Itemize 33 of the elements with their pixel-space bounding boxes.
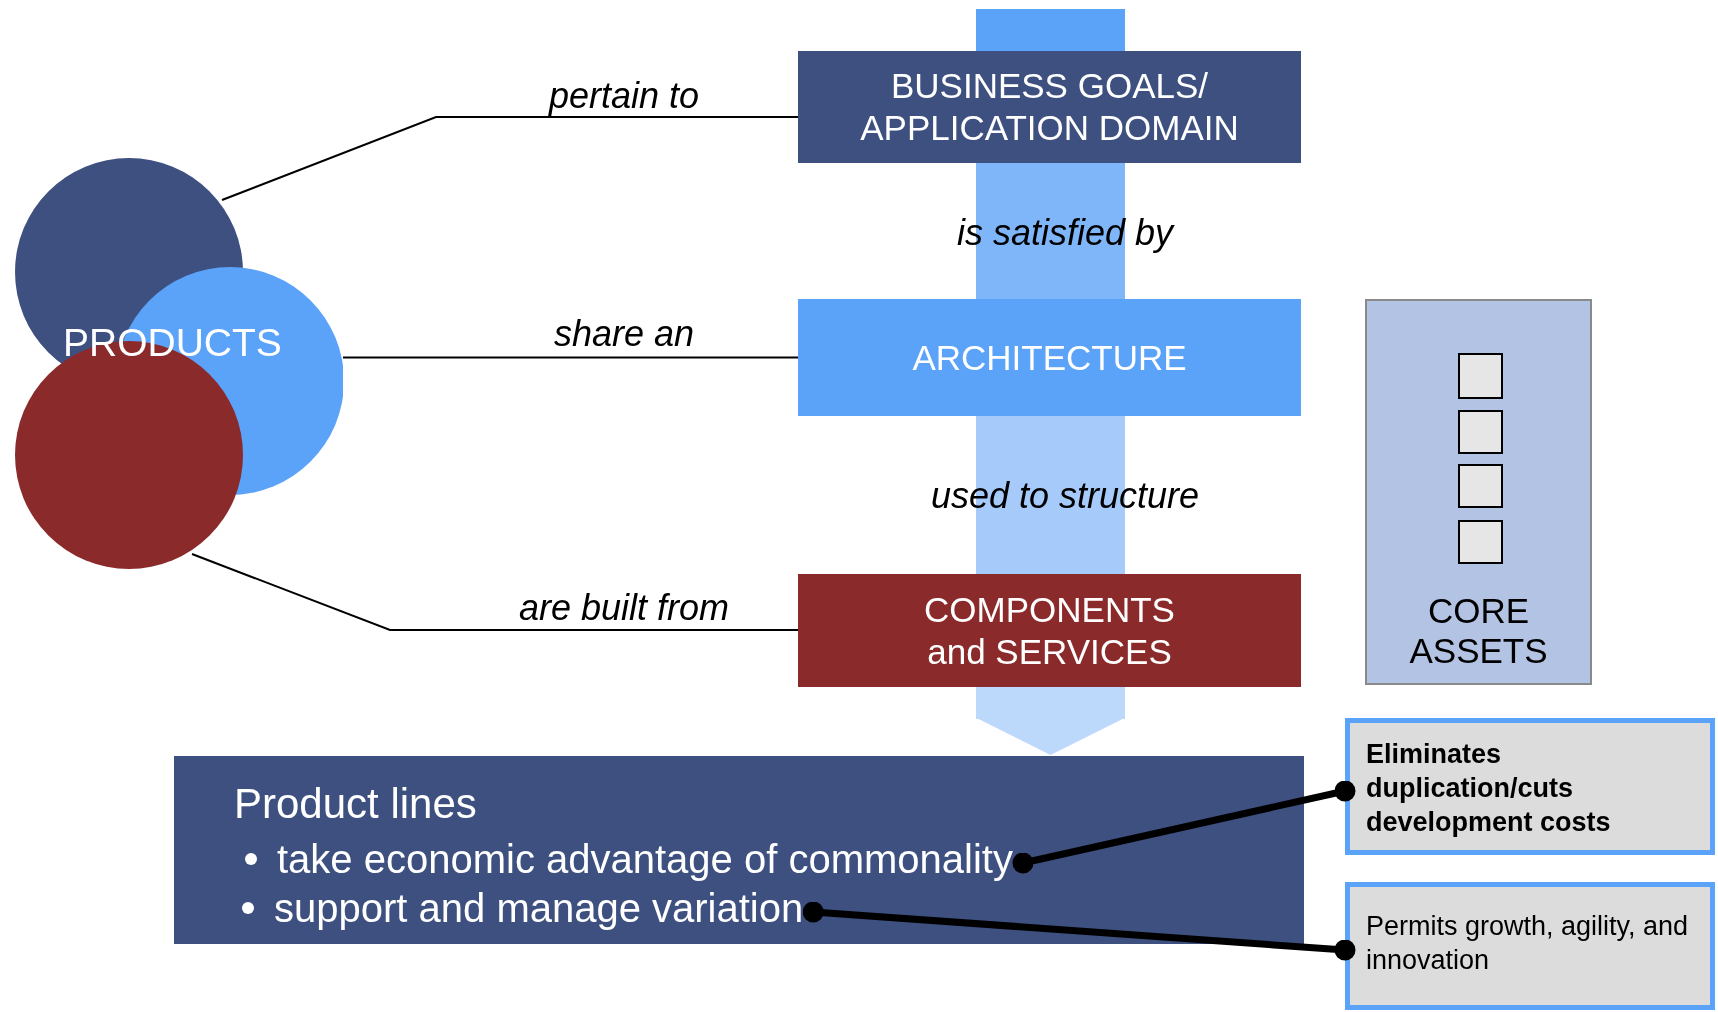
edge-label: pertain to	[548, 75, 700, 117]
wide-band	[976, 163, 1125, 299]
connector-line	[221, 116, 799, 201]
node-label: Product lines	[234, 780, 477, 828]
edge-label: used to structure	[930, 475, 1200, 517]
square-block	[1458, 520, 1503, 564]
edge-label: is satisfied by	[956, 212, 1174, 254]
bullet-text: support and manage variation	[274, 885, 804, 931]
callout-box	[1345, 882, 1715, 1010]
edge-label: are built from	[518, 587, 730, 629]
bullet-text: take economic advantage of commonality	[277, 836, 1013, 882]
leader-line	[1012, 780, 1356, 874]
architecture-box	[798, 299, 1301, 416]
connector-line	[342, 356, 799, 359]
product-lines-panel	[174, 756, 1304, 944]
node-label: ARCHITECTURE	[911, 336, 1188, 379]
square-block	[1458, 464, 1503, 508]
node-label: BUSINESS GOALS/ APPLICATION DOMAIN	[859, 65, 1240, 149]
wide-band	[976, 416, 1125, 574]
component-box	[798, 574, 1301, 687]
goal-box	[798, 51, 1301, 163]
node-label: CORE ASSETS	[1408, 591, 1549, 671]
core-assets-panel	[1365, 299, 1592, 685]
node-label: Eliminates duplication/cuts development costs	[1365, 738, 1612, 839]
callout-box	[1345, 718, 1715, 855]
square-block	[1458, 410, 1503, 454]
node-label: Permits growth, agility, and innovation	[1365, 910, 1690, 977]
wide-arrow	[976, 687, 1125, 755]
edge-label: share an	[553, 313, 695, 355]
node-label: COMPONENTS and SERVICES	[923, 588, 1176, 673]
leader-line	[802, 901, 1356, 961]
connector-line	[191, 553, 799, 631]
square-block	[1458, 353, 1503, 399]
